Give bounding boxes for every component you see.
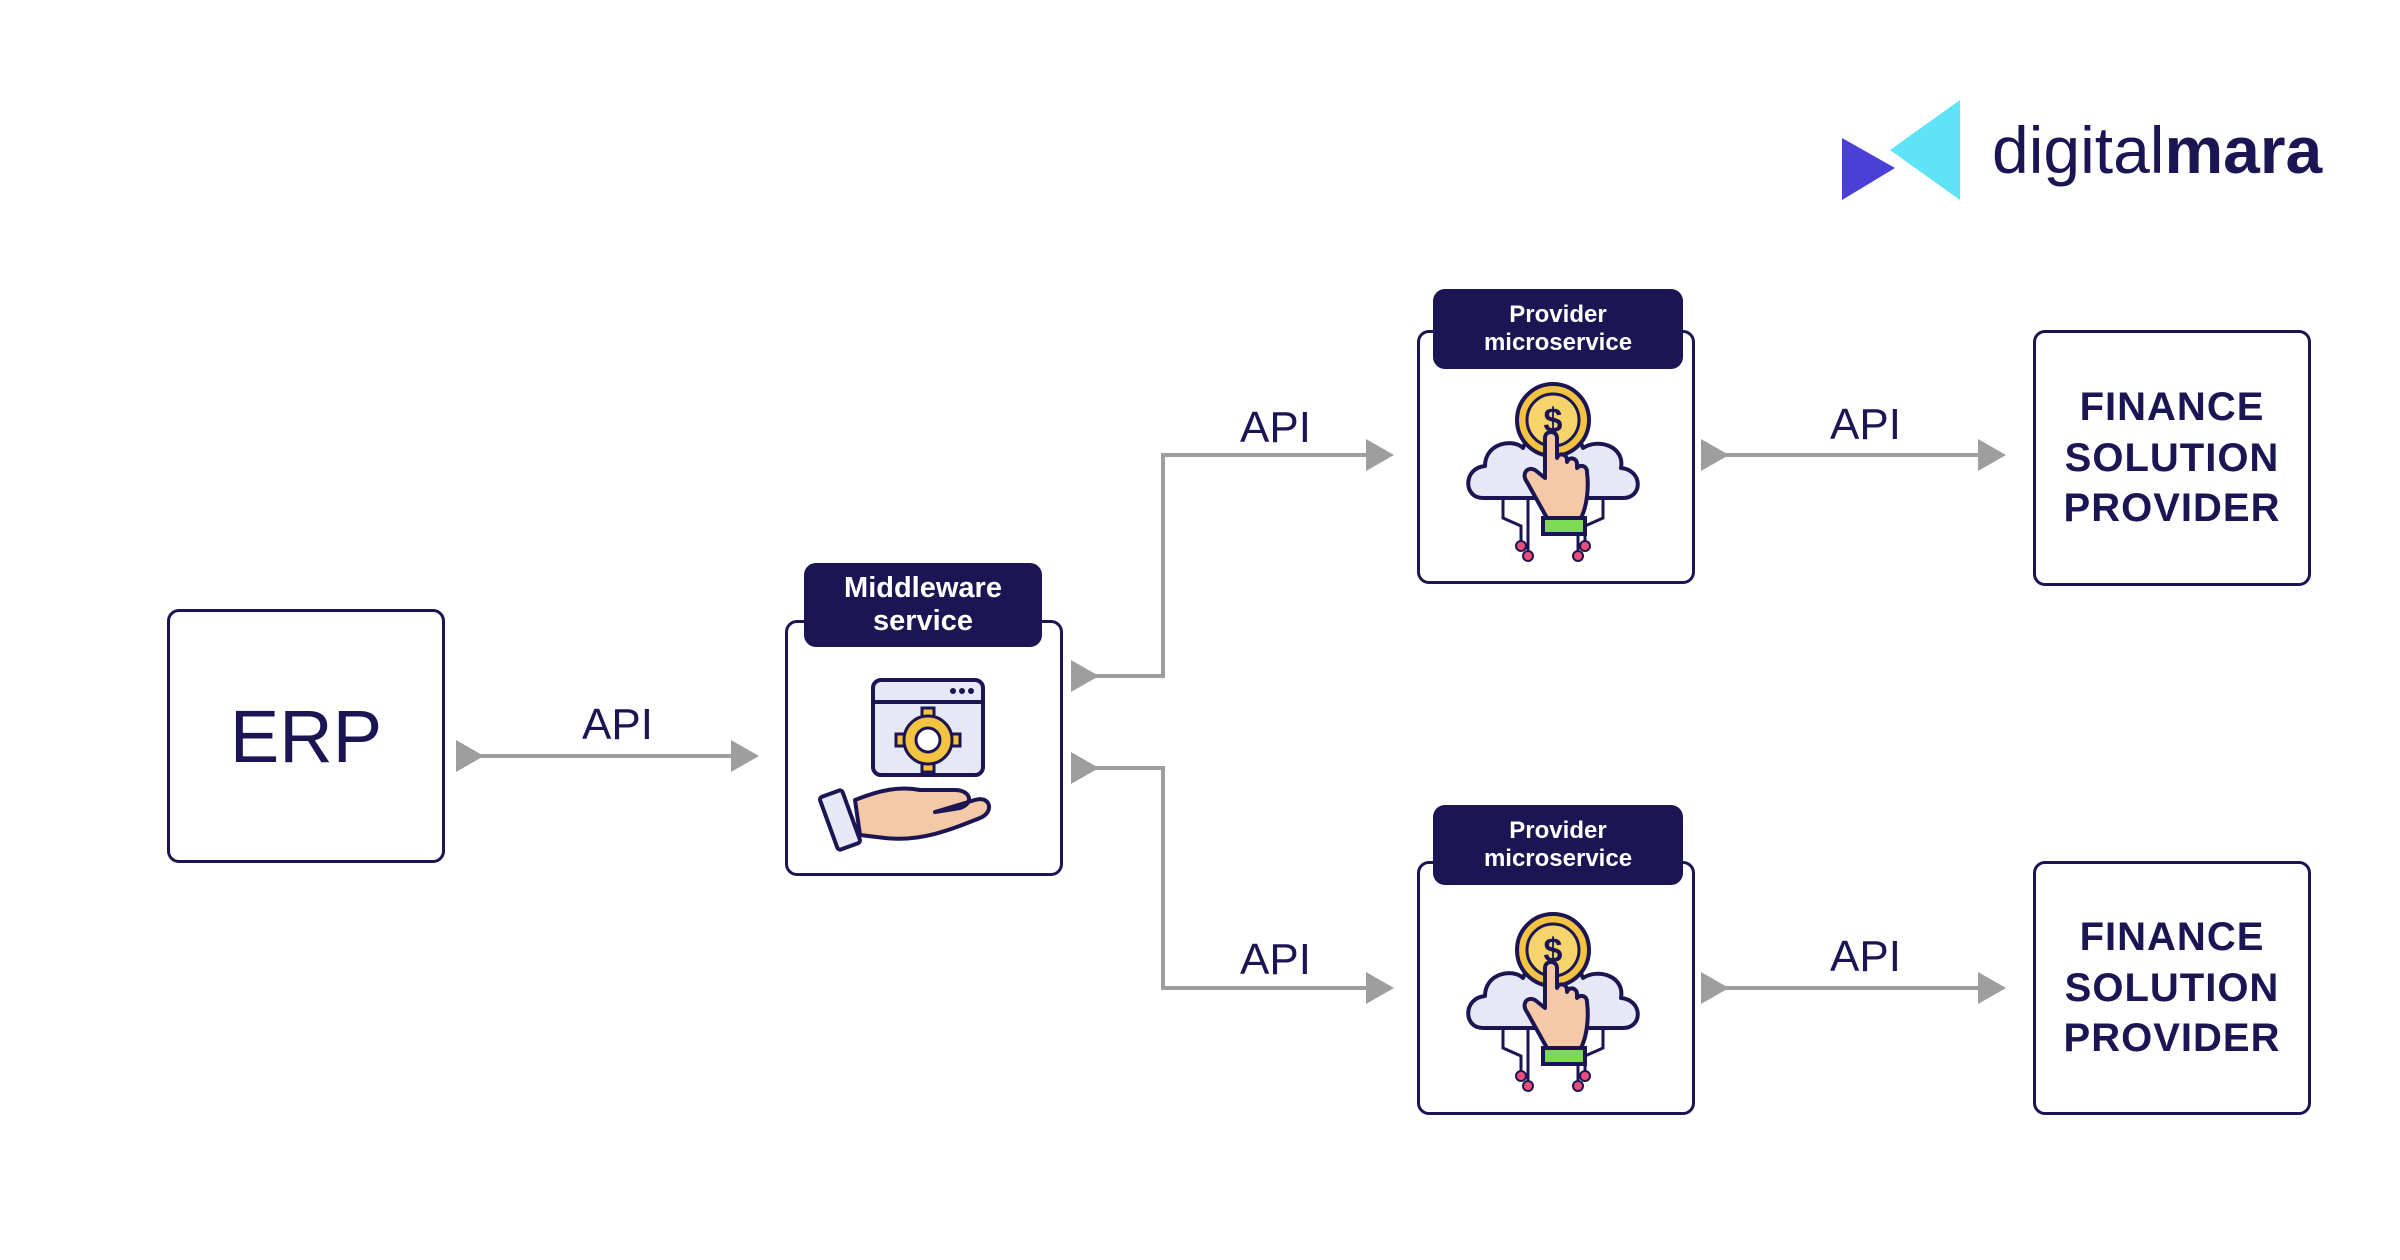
finance-bottom-line2: SOLUTION (2064, 965, 2280, 1010)
finance-top-line3: PROVIDER (2063, 486, 2281, 531)
finance-bottom-line3: PROVIDER (2063, 1016, 2281, 1061)
provider-bottom-line2: microservice (1483, 845, 1633, 872)
api-label-middleware-bottom: API (1240, 935, 1311, 984)
api-label-top-finance: API (1830, 400, 1901, 449)
finance-box-top (2033, 330, 2311, 586)
erp-label: ERP (229, 694, 383, 778)
arrow-middleware-bottom-provider (1071, 752, 1394, 1004)
api-label-middleware-top: API (1240, 403, 1311, 452)
finance-box-bottom (2033, 861, 2311, 1115)
finance-label-bottom: FINANCE SOLUTION PROVIDER (2033, 861, 2311, 1115)
brand-light: digital (1992, 113, 2165, 187)
finance-top-line2: SOLUTION (2064, 435, 2280, 480)
erp-box (167, 609, 445, 863)
finance-top-line1: FINANCE (2079, 385, 2265, 430)
provider-bottom-line1: Provider (1509, 817, 1607, 845)
api-label-erp-middleware: API (582, 700, 653, 749)
provider-top-line2: microservice (1483, 329, 1633, 356)
middleware-line2: service (873, 605, 973, 637)
arrow-middleware-top-provider (1071, 439, 1394, 692)
api-label-bottom-finance: API (1830, 932, 1901, 981)
brand-wordmark: digitalmara (1992, 112, 2322, 188)
brand-bold: mara (2164, 113, 2323, 187)
middleware-line1: Middleware (844, 571, 1002, 604)
provider-top-line1: Provider (1509, 301, 1607, 329)
finance-label-top: FINANCE SOLUTION PROVIDER (2033, 330, 2311, 586)
finance-bottom-line1: FINANCE (2079, 915, 2265, 960)
